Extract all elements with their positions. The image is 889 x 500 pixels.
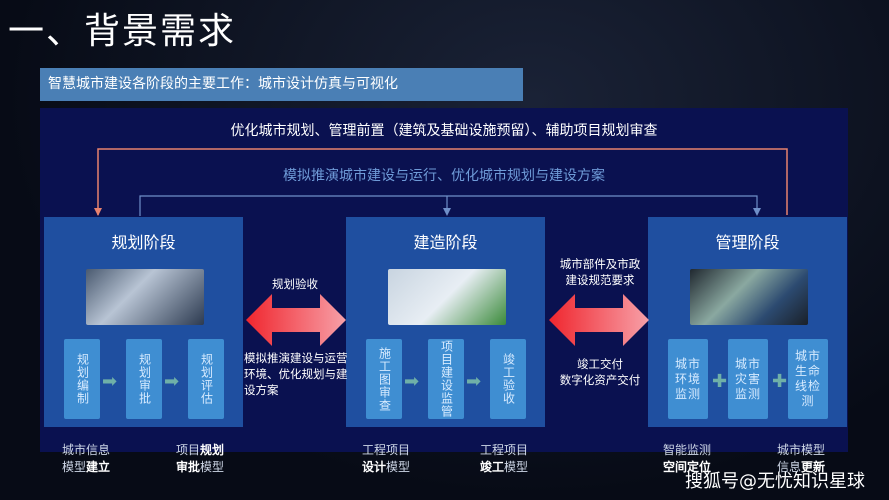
step-box: 城市生命线检测 <box>788 339 828 419</box>
page-title: 一、背景需求 <box>8 11 237 52</box>
step-box: 规划审批 <box>126 339 162 419</box>
model-label: 智能监测 空间定位 <box>663 443 712 474</box>
orange-feedback-line <box>97 148 788 215</box>
double-arrow-icon <box>246 294 346 346</box>
arrow-down-icon <box>94 208 102 216</box>
step-box: 项目建设监管 <box>428 339 464 419</box>
arrow-right-icon: ➡ <box>102 371 118 392</box>
stage-2: 管理阶段 城市环境监测✚城市灾害监测✚城市生命线检测 <box>648 217 847 427</box>
link-1-above: 规划验收 <box>272 277 318 291</box>
stage-title: 规划阶段 <box>111 233 176 252</box>
arrow-right-icon: ➡ <box>164 371 180 392</box>
subtitle-bar: 智慧城市建设各阶段的主要工作：城市设计仿真与可视化 <box>40 68 523 101</box>
step-box: 施工图审查 <box>366 339 402 419</box>
link-2-above: 城市部件及市政建设规范要求 <box>559 257 641 287</box>
stage-screenshot <box>86 269 204 325</box>
stage-title: 管理阶段 <box>715 233 780 252</box>
link-1-below: 模拟推演建设与运营环境、优化规划与建设方案 <box>244 351 348 397</box>
stage-screenshot <box>388 269 506 325</box>
model-label: 项目规划 审批模型 <box>176 443 225 474</box>
model-label: 城市模型 信息更新 <box>777 443 826 474</box>
arrow-down-icon <box>443 208 761 216</box>
plus-icon: ✚ <box>772 371 788 392</box>
second-text: 模拟推演城市建设与运行、优化城市规划与建设方案 <box>283 168 605 184</box>
step-box: 城市环境监测 <box>668 339 708 419</box>
watermark: 搜狐号@无忧知识星球 <box>685 471 865 492</box>
step-box: 规划编制 <box>64 339 100 419</box>
flow-lines <box>94 148 788 216</box>
plus-icon: ✚ <box>712 371 728 392</box>
step-box: 规划评估 <box>188 339 224 419</box>
step-box: 竣工验收 <box>490 339 526 419</box>
model-label: 工程项目 竣工模型 <box>480 443 529 474</box>
double-arrow-icon <box>549 294 649 346</box>
stage-screenshot <box>690 269 808 325</box>
stage-0: 规划阶段 规划编制➡规划审批➡规划评估 <box>44 217 243 427</box>
step-box: 城市灾害监测 <box>728 339 768 419</box>
stage-1: 建造阶段 施工图审查➡项目建设监管➡竣工验收 <box>346 217 545 427</box>
link-2-below: 竣工交付 数字化资产交付 <box>559 357 641 387</box>
arrow-right-icon: ➡ <box>404 371 420 392</box>
arrow-right-icon: ➡ <box>466 371 482 392</box>
model-label: 工程项目 设计模型 <box>362 443 411 474</box>
stage-title: 建造阶段 <box>413 233 478 252</box>
top-text: 优化城市规划、管理前置（建筑及基础设施预留）、辅助项目规划审查 <box>230 123 658 139</box>
model-label: 城市信息 模型建立 <box>62 443 111 474</box>
